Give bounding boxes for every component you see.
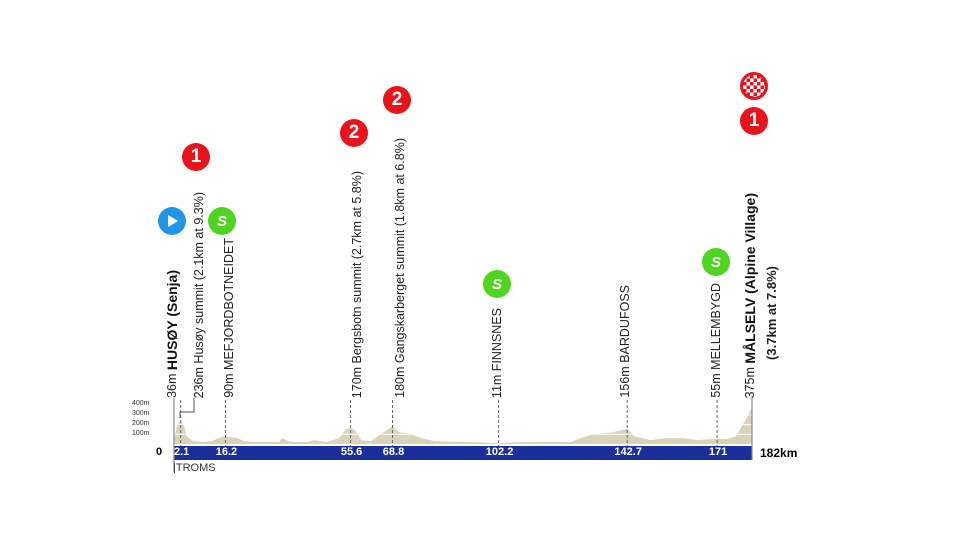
place-name: BARDUFOSS — [618, 285, 632, 364]
axis-zero: 0 — [156, 446, 163, 458]
sprint-icon: S — [208, 207, 236, 235]
place-name: MELLEMBYGD — [709, 283, 723, 371]
altitude: 170m — [350, 366, 364, 398]
point-label: 36m HUSØY (Senja) — [164, 270, 180, 398]
altitude: 180m — [393, 366, 407, 398]
climb-detail: (3.7km at 7.8%) — [764, 266, 779, 360]
point-label: 90m MEFJORDBOTNEIDET — [222, 238, 236, 398]
km-label: 55.6 — [340, 446, 363, 458]
place-name: Gangskarberget summit (1.8km at 6.8%) — [393, 138, 407, 364]
place-name: FINNSNES — [490, 307, 504, 372]
ytick-300: 300m — [132, 410, 150, 417]
kom-category-icon: 2 — [340, 119, 368, 147]
finish-flag-icon — [740, 72, 768, 100]
point-label: 55m MELLEMBYGD — [709, 283, 723, 398]
altitude: 55m — [709, 373, 723, 398]
km-label: 68.8 — [382, 446, 405, 458]
sprint-icon: S — [702, 248, 730, 276]
distance-bar — [174, 446, 752, 460]
kom-category-icon: 1 — [740, 107, 768, 135]
km-label: 171 — [708, 446, 728, 458]
kom-category-icon: 1 — [182, 143, 210, 171]
place-name: Husøy summit (2.1km at 9.3%) — [192, 191, 206, 364]
place-name: MÅLSELV (Alpine Village) — [742, 192, 758, 364]
region-label: |TROMS — [173, 462, 216, 474]
ytick-200: 200m — [132, 420, 150, 427]
km-label: 16.2 — [215, 446, 238, 458]
altitude: 90m — [222, 373, 236, 398]
axis-end: 182km — [760, 446, 798, 460]
point-label: 180m Gangskarberget summit (1.8km at 6.8… — [393, 138, 407, 398]
point-label: 170m Bergsbotn summit (2.7km at 5.8%) — [350, 171, 364, 398]
altitude: 236m — [192, 366, 206, 398]
summit-bracket — [179, 398, 195, 418]
km-label: 102.2 — [485, 446, 514, 458]
place-name: HUSØY (Senja) — [164, 270, 180, 371]
point-label: 11m FINNSNES — [490, 308, 504, 398]
ytick-400: 400m — [132, 400, 150, 407]
place-name: Bergsbotn summit (2.7km at 5.8%) — [350, 170, 364, 364]
sprint-icon: S — [483, 270, 511, 298]
altitude: 11m — [490, 374, 504, 398]
point-label: 156m BARDUFOSS — [618, 285, 632, 398]
altitude: 36m — [165, 373, 179, 398]
point-label: 236m Husøy summit (2.1km at 9.3%) — [192, 192, 206, 398]
km-label: 2.1 — [174, 446, 190, 458]
ytick-100: 100m — [132, 430, 150, 437]
terrain-area — [174, 407, 752, 444]
place-name: MEFJORDBOTNEIDET — [222, 238, 236, 371]
kom-category-icon: 2 — [383, 86, 411, 114]
altitude: 375m — [743, 366, 757, 398]
point-label: 375m MÅLSELV (Alpine Village) — [742, 192, 758, 398]
km-label: 142.7 — [614, 446, 642, 458]
start-icon — [158, 207, 186, 235]
altitude: 156m — [618, 366, 632, 398]
